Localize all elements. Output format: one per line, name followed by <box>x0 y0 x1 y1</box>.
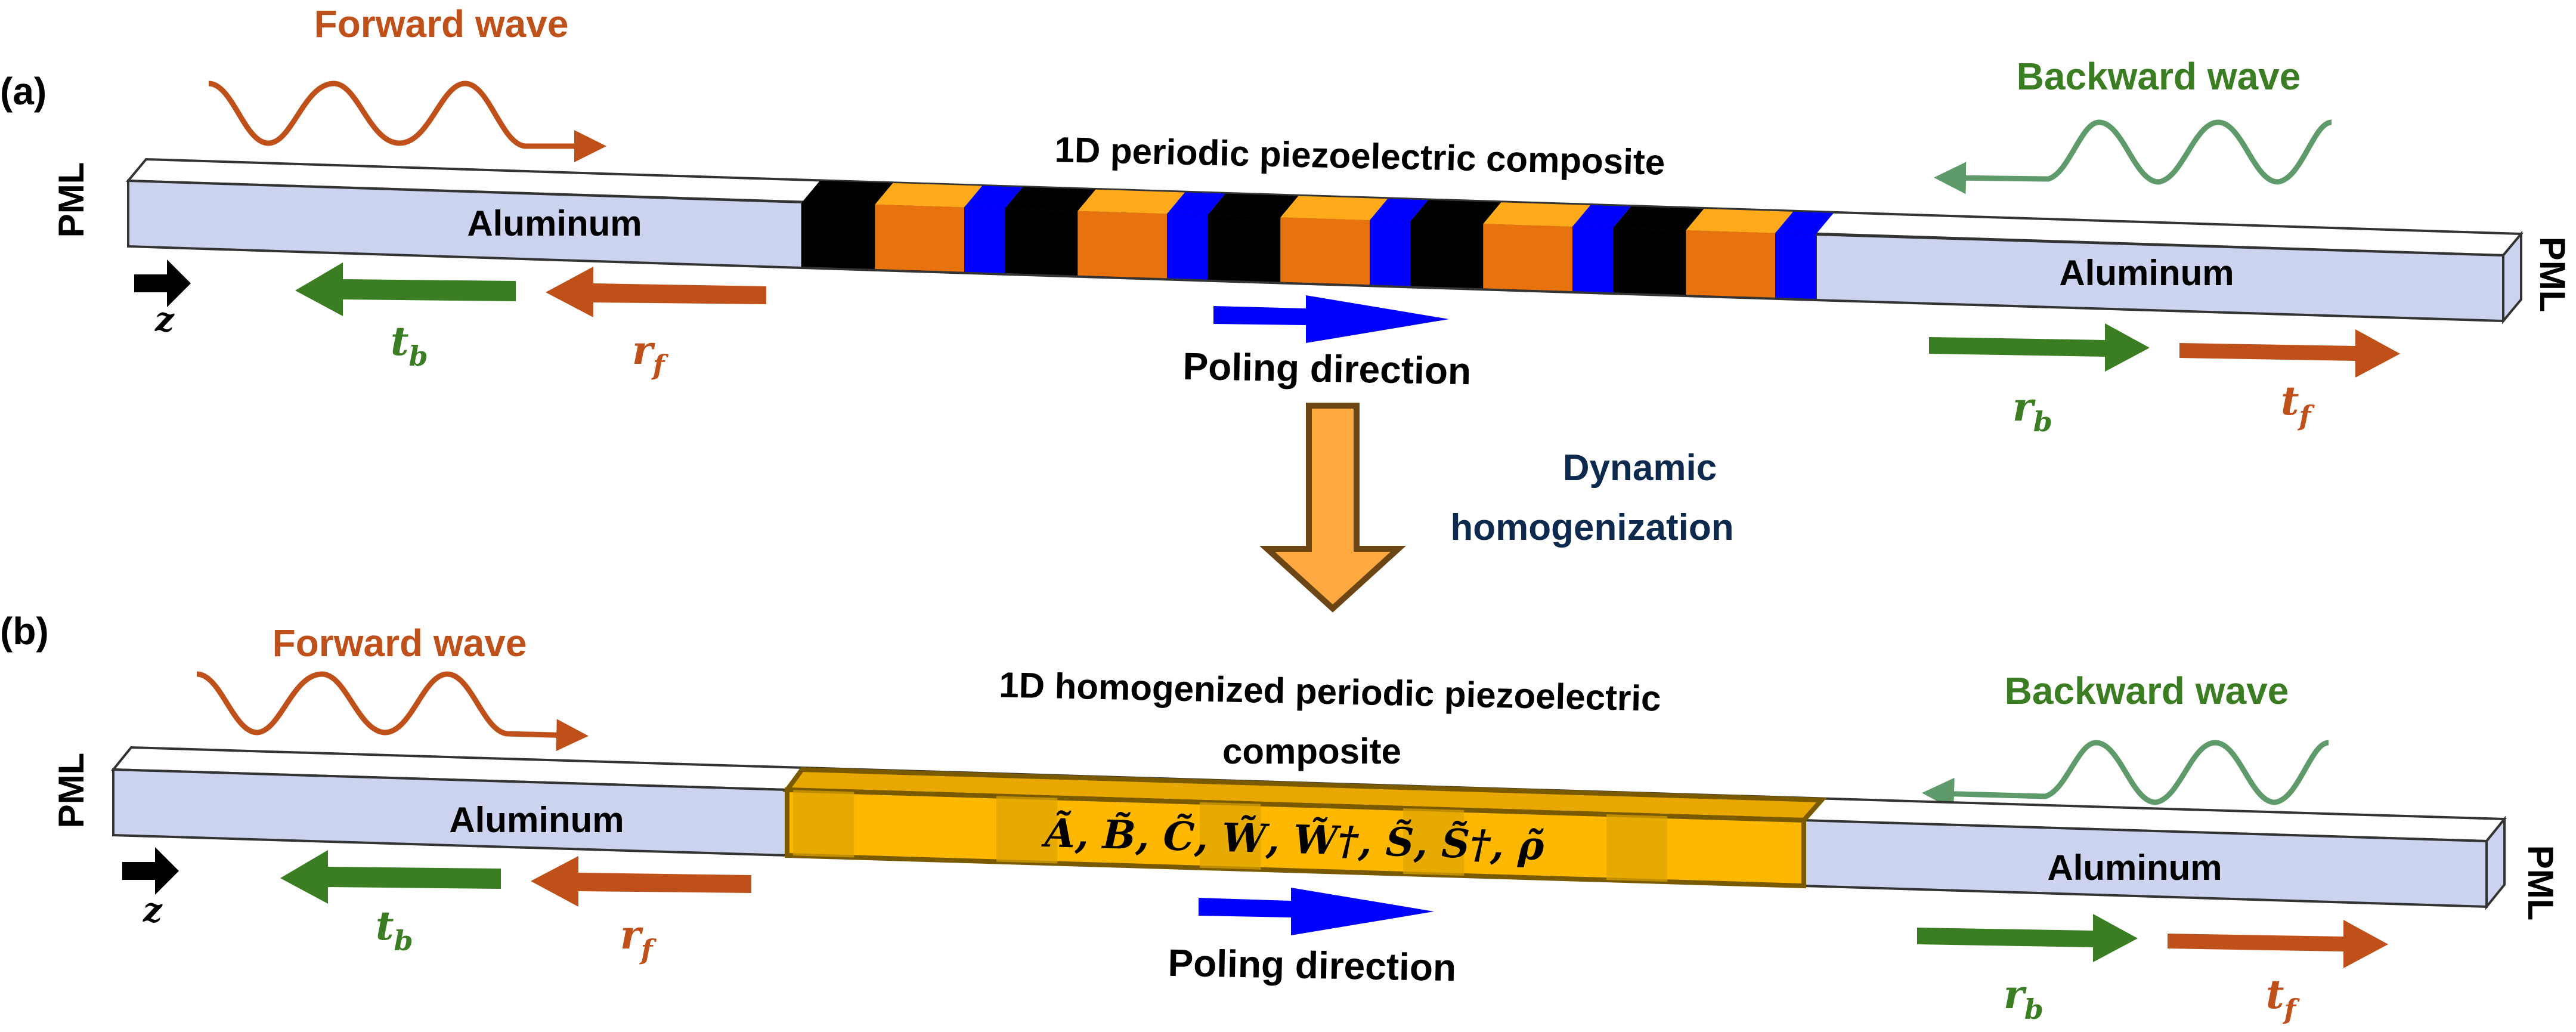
backward-wave-label: Backward wave <box>2005 669 2289 712</box>
layer-blue-top <box>1775 211 1834 234</box>
left-pml-label: PML <box>51 753 91 829</box>
layer-black-top <box>1005 187 1096 211</box>
homogenization-transition: Dynamic homogenization <box>1259 403 1734 613</box>
poling-direction-label: Poling direction <box>1182 345 1472 393</box>
forward-wave-icon <box>196 671 589 752</box>
homogenized-stripe <box>793 790 854 858</box>
layer-blue <box>964 207 1005 274</box>
backward-wave-label: Backward wave <box>2017 55 2301 98</box>
r-f-arrow-icon <box>546 267 766 317</box>
layer-blue-top <box>1370 199 1428 222</box>
right-material-label: Aluminum <box>2047 848 2222 888</box>
layer-orange-top <box>875 183 982 208</box>
r-f-label: rf <box>620 912 657 966</box>
t-f-label: tf <box>2281 378 2315 432</box>
forward-wave-label: Forward wave <box>314 2 569 45</box>
layer-orange-top <box>1483 202 1590 227</box>
t-f-arrow-icon <box>2168 920 2388 968</box>
t-f-arrow-icon <box>2179 329 2400 378</box>
composite-bottom-edge <box>801 267 1816 301</box>
panel-label: (a) <box>0 70 47 113</box>
z-axis-label: z <box>143 891 163 930</box>
layer-orange-top <box>1686 209 1793 233</box>
layer-blue-top <box>1572 205 1631 228</box>
panel-label: (b) <box>0 610 49 653</box>
poling-arrow-icon <box>1213 295 1449 343</box>
z-axis-label: z <box>154 300 175 339</box>
layer-black-top <box>802 181 893 205</box>
homogenized-composite: Ã, B̃, C̃, W̃, W̃†, S̃, S̃†, ρ̃ <box>782 767 1827 889</box>
bar-end-face <box>2502 230 2522 325</box>
layer-orange-top <box>1078 189 1185 214</box>
homogenized-title-line1: 1D homogenized periodic piezoelectric <box>999 665 1661 718</box>
homogenization-label: homogenization <box>1450 507 1733 548</box>
dynamic-label: Dynamic <box>1563 447 1717 489</box>
layer-black-top <box>1613 206 1704 231</box>
t-b-label: tb <box>391 318 428 372</box>
homogenized-title-line2: composite <box>1222 731 1401 771</box>
z-axis-arrow-icon <box>134 259 191 307</box>
layer-blue <box>1167 214 1208 281</box>
backward-wave-icon <box>1934 119 2332 194</box>
layer-blue <box>1775 233 1816 300</box>
periodic-composite <box>801 181 1834 301</box>
layer-black <box>1410 221 1484 290</box>
layer-orange <box>1483 224 1572 293</box>
t-b-label: tb <box>376 903 413 957</box>
left-material-label: Aluminum <box>449 800 624 840</box>
homogenized-stripe <box>996 796 1058 864</box>
z-axis-arrow-icon <box>122 847 179 895</box>
layer-blue <box>1370 220 1410 288</box>
layer-black <box>802 202 875 270</box>
bar-end-face <box>2485 815 2506 910</box>
panel-a: (a) Forward wave Backward wave 1D period… <box>0 2 2572 438</box>
forward-wave-icon <box>208 81 606 162</box>
homogenized-stripe <box>1403 808 1465 876</box>
homogenized-stripe <box>1200 802 1261 870</box>
left-pml-label: PML <box>51 162 91 238</box>
layer-black-top <box>1410 200 1501 224</box>
r-b-label: rb <box>2004 971 2044 1025</box>
t-f-label: tf <box>2266 971 2301 1025</box>
layer-orange <box>875 204 964 273</box>
layer-blue-top <box>964 186 1023 209</box>
r-b-arrow-icon <box>1917 914 2138 962</box>
t-b-arrow-icon <box>280 850 501 904</box>
down-arrow-icon <box>1259 403 1406 613</box>
layer-black <box>1613 228 1686 296</box>
poling-direction-label: Poling direction <box>1168 941 1457 989</box>
right-material-label: Aluminum <box>2059 253 2234 293</box>
layer-orange <box>1078 211 1167 280</box>
backward-wave-icon <box>1922 740 2329 810</box>
layer-blue <box>1572 227 1613 294</box>
r-f-label: rf <box>632 327 669 381</box>
homogenized-stripe <box>1606 814 1668 882</box>
right-pml-label: PML <box>2521 845 2560 921</box>
left-material-label: Aluminum <box>467 203 642 243</box>
r-b-arrow-icon <box>1929 323 2150 372</box>
forward-wave-label: Forward wave <box>273 622 527 665</box>
right-pml-label: PML <box>2532 237 2572 313</box>
composite-title: 1D periodic piezoelectric composite <box>1054 129 1665 182</box>
t-b-arrow-icon <box>295 262 516 316</box>
layer-blue-top <box>1167 192 1225 215</box>
layer-orange-top <box>1280 196 1388 221</box>
layer-orange <box>1280 217 1370 286</box>
layer-black-top <box>1208 193 1299 218</box>
r-f-arrow-icon <box>531 856 751 907</box>
layer-black <box>1005 208 1078 277</box>
layer-black <box>1208 215 1281 283</box>
layer-orange <box>1686 230 1775 299</box>
poling-arrow-icon <box>1199 888 1434 935</box>
panel-b: (b) Forward wave Backward wave 1D homoge… <box>0 610 2560 1025</box>
r-b-label: rb <box>2012 384 2052 438</box>
